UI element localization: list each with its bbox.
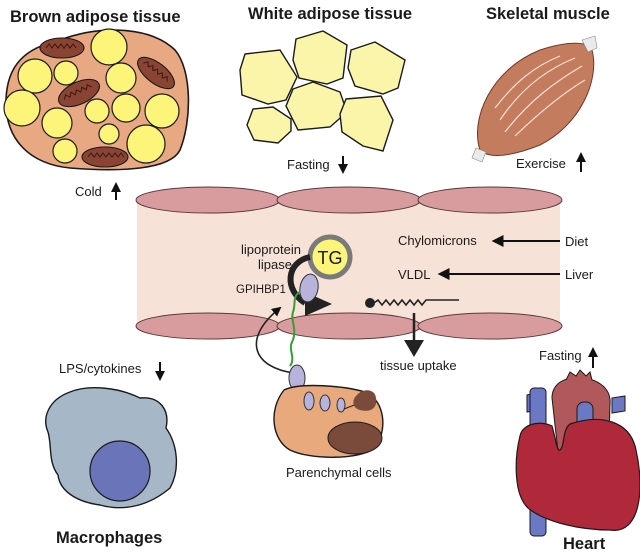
adipocyte: [347, 41, 406, 95]
adipocyte: [246, 106, 292, 144]
lipid-droplets: [3, 28, 180, 164]
macrophages-title: Macrophages: [56, 529, 162, 547]
lipid-droplet: [53, 60, 79, 86]
hydrolysis-arrow: [287, 254, 311, 306]
fasting-label-heart: Fasting: [539, 348, 582, 363]
adipocyte: [339, 95, 394, 152]
heart-title: Heart: [563, 535, 606, 552]
transport-arrow-icon: [255, 306, 295, 374]
lipid-droplet: [126, 124, 166, 164]
heart: Fasting Heart: [515, 347, 640, 552]
liver-label: Liver: [565, 267, 594, 282]
adipocyte: [285, 81, 348, 131]
parenchymal-nucleus: [327, 421, 383, 455]
lipid-droplet: [144, 93, 180, 129]
capillary: TG Chylomicrons Diet VLDL Liver lipoprot…: [135, 186, 594, 367]
lpl-label-line2: lipase: [258, 257, 292, 272]
vesicle: [336, 397, 346, 413]
cold-label: Cold: [75, 184, 102, 199]
lipid-droplet: [98, 123, 120, 145]
lipid-droplet: [3, 89, 41, 127]
mitochondria: [39, 37, 175, 168]
brown-adipose-tissue: Brown adipose tissue: [3, 8, 190, 200]
lysosome: [353, 390, 377, 411]
vldl-label: VLDL: [398, 267, 431, 282]
endothelial-cells-top: [135, 186, 563, 214]
brown-adipose-title: Brown adipose tissue: [10, 8, 181, 26]
exercise-label: Exercise: [516, 156, 566, 171]
macrophage: LPS/cytokines Macrophages: [45, 361, 178, 547]
gpihbp1-label: GPIHBP1: [236, 284, 286, 296]
heart-ventricles: [515, 418, 640, 531]
lipid-droplet: [111, 93, 141, 123]
parenchymal-cell: Parenchymal cells: [273, 364, 392, 480]
endothelial-cells-bottom: [135, 312, 563, 340]
adipocyte: [239, 49, 298, 105]
tissue-uptake-label: tissue uptake: [380, 358, 457, 373]
mitochondrion: [39, 37, 85, 59]
uptake-arrowhead-icon: [404, 340, 424, 357]
gpihbp1-protein: [289, 291, 301, 367]
muscle-icon: [471, 35, 598, 163]
adipocytes: [239, 30, 406, 152]
vesicle: [303, 391, 315, 411]
macrophage-nucleus: [89, 440, 151, 502]
diet-label: Diet: [565, 234, 589, 249]
lipid-droplet: [17, 58, 53, 94]
fatty-acid-chain: [373, 298, 459, 307]
vesicle: [319, 394, 331, 412]
triglyceride-particle: TG: [307, 234, 353, 280]
lps-label: LPS/cytokines: [59, 361, 142, 376]
endothelial-cell: [276, 186, 422, 214]
endothelial-cell: [276, 312, 422, 340]
adipocyte: [292, 30, 348, 85]
lipid-droplet: [105, 62, 137, 94]
lipid-droplet: [90, 28, 128, 66]
muscle-fibers: [494, 55, 586, 137]
fasting-label-wat: Fasting: [287, 157, 330, 172]
lpl-label-line1: lipoprotein: [241, 242, 301, 257]
lipid-droplet: [84, 98, 110, 124]
endothelial-cell: [135, 186, 281, 214]
white-adipose-tissue: White adipose tissue Fasting: [239, 5, 412, 174]
chylomicrons-label: Chylomicrons: [398, 233, 477, 248]
mitochondrion: [57, 78, 101, 108]
parenchymal-label: Parenchymal cells: [286, 465, 392, 480]
mitochondrion: [137, 56, 175, 90]
endothelial-cell: [417, 186, 563, 214]
lipid-droplet: [41, 107, 73, 139]
skeletal-muscle: Skeletal muscle Exercise: [471, 5, 610, 172]
mitochondrion: [81, 146, 129, 168]
skeletal-muscle-title: Skeletal muscle: [486, 5, 610, 23]
white-adipose-title: White adipose tissue: [248, 5, 412, 23]
lipoprotein-lipase: [299, 273, 319, 303]
fatty-acid: [365, 298, 459, 308]
lipid-droplet: [52, 138, 78, 164]
tg-label: TG: [318, 248, 343, 268]
heart-icon: [515, 369, 640, 537]
endothelial-cell: [417, 312, 563, 340]
